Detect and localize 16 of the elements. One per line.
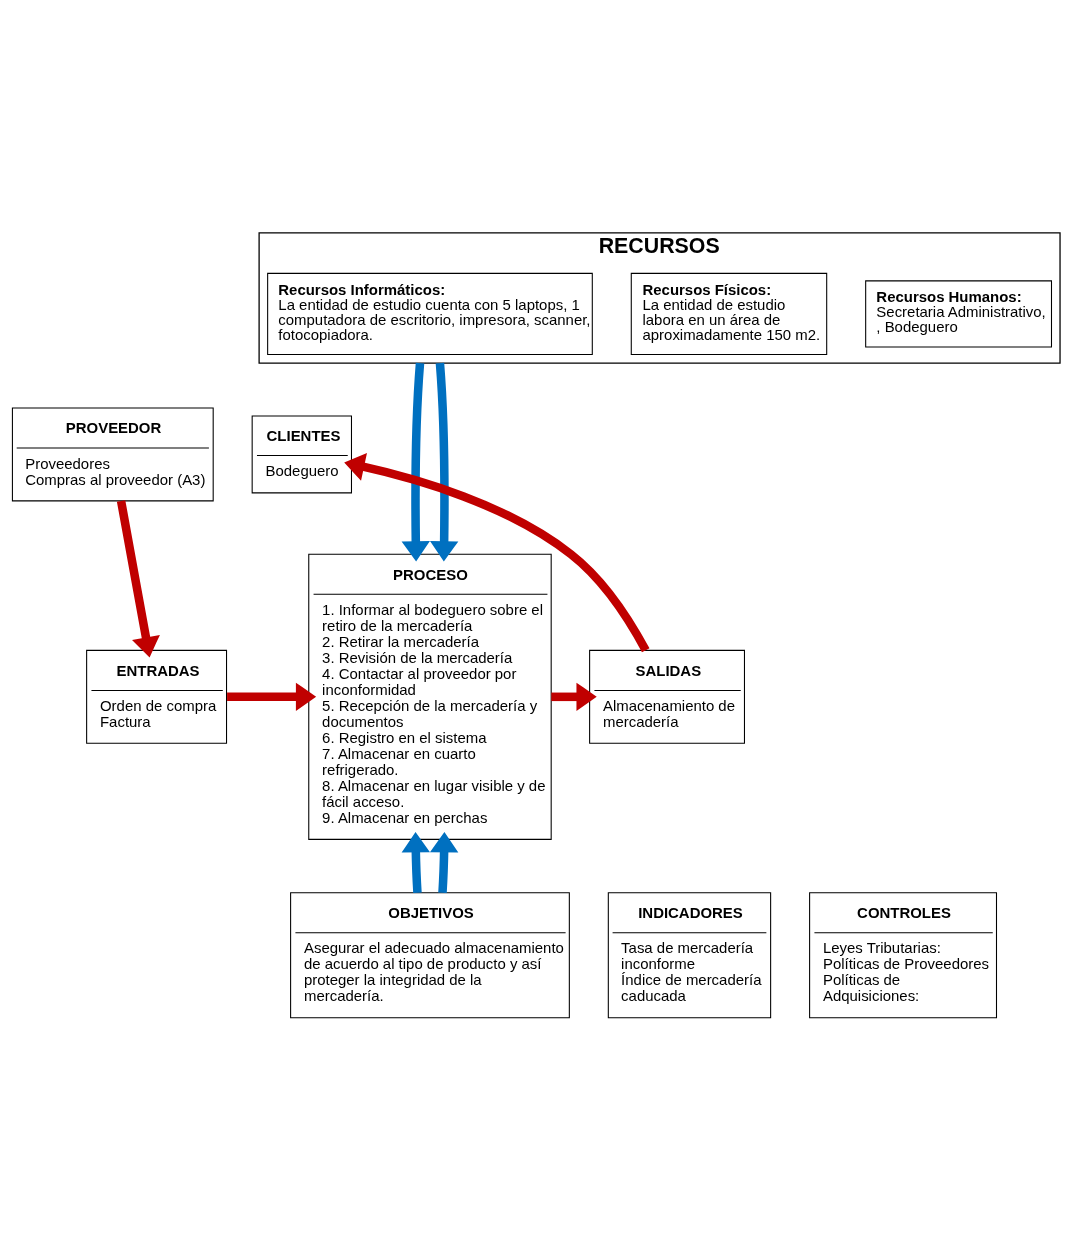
- arrow: [227, 682, 317, 711]
- node-box: PROVEEDOR Proveedores Compras al proveedor (A3): [11, 406, 214, 501]
- arrow: [401, 831, 430, 893]
- arrow: [430, 362, 459, 561]
- node-box: ENTRADAS Orden de compra Factura: [86, 649, 228, 744]
- node-box: INDICADORES Tasa de mercadería inconforme Índice de mercadería caducada: [607, 891, 772, 1018]
- node-box: Recursos Informáticos: La entidad de estudio cuenta con 5 laptops, 1 computadora de escritorio, impresora, scanner, fotocopiadora.: [267, 272, 593, 355]
- arrow: [429, 831, 459, 893]
- node-box: PROCESO 1. Informar al bodeguero sobre el retiro de la mercadería 2. Retirar la mercadería 3. Revisión de la mercadería 4. Contactar al proveedor por inconformidad 5. Recepción de la mercadería y documentos 6. Registro en el sistema 7. Almacenar en cuarto refrigerado. 8. Almacenar en lugar visible y de fácil acceso. 9. Almacenar en perchas: [308, 553, 552, 840]
- node-box: Recursos Humanos: Secretaria Administrativo, , Bodeguero: [865, 279, 1053, 348]
- node-box: CONTROLES Leyes Tributarias: Políticas de Proveedores Políticas de Adquisiciones:: [809, 891, 998, 1018]
- node-box: Recursos Físicos: La entidad de estudio labora en un área de aproximadamente 150 m2.: [630, 272, 828, 355]
- arrow: [116, 499, 160, 657]
- arrow: [344, 452, 650, 652]
- arrow: [551, 682, 597, 711]
- arrow: [401, 362, 430, 561]
